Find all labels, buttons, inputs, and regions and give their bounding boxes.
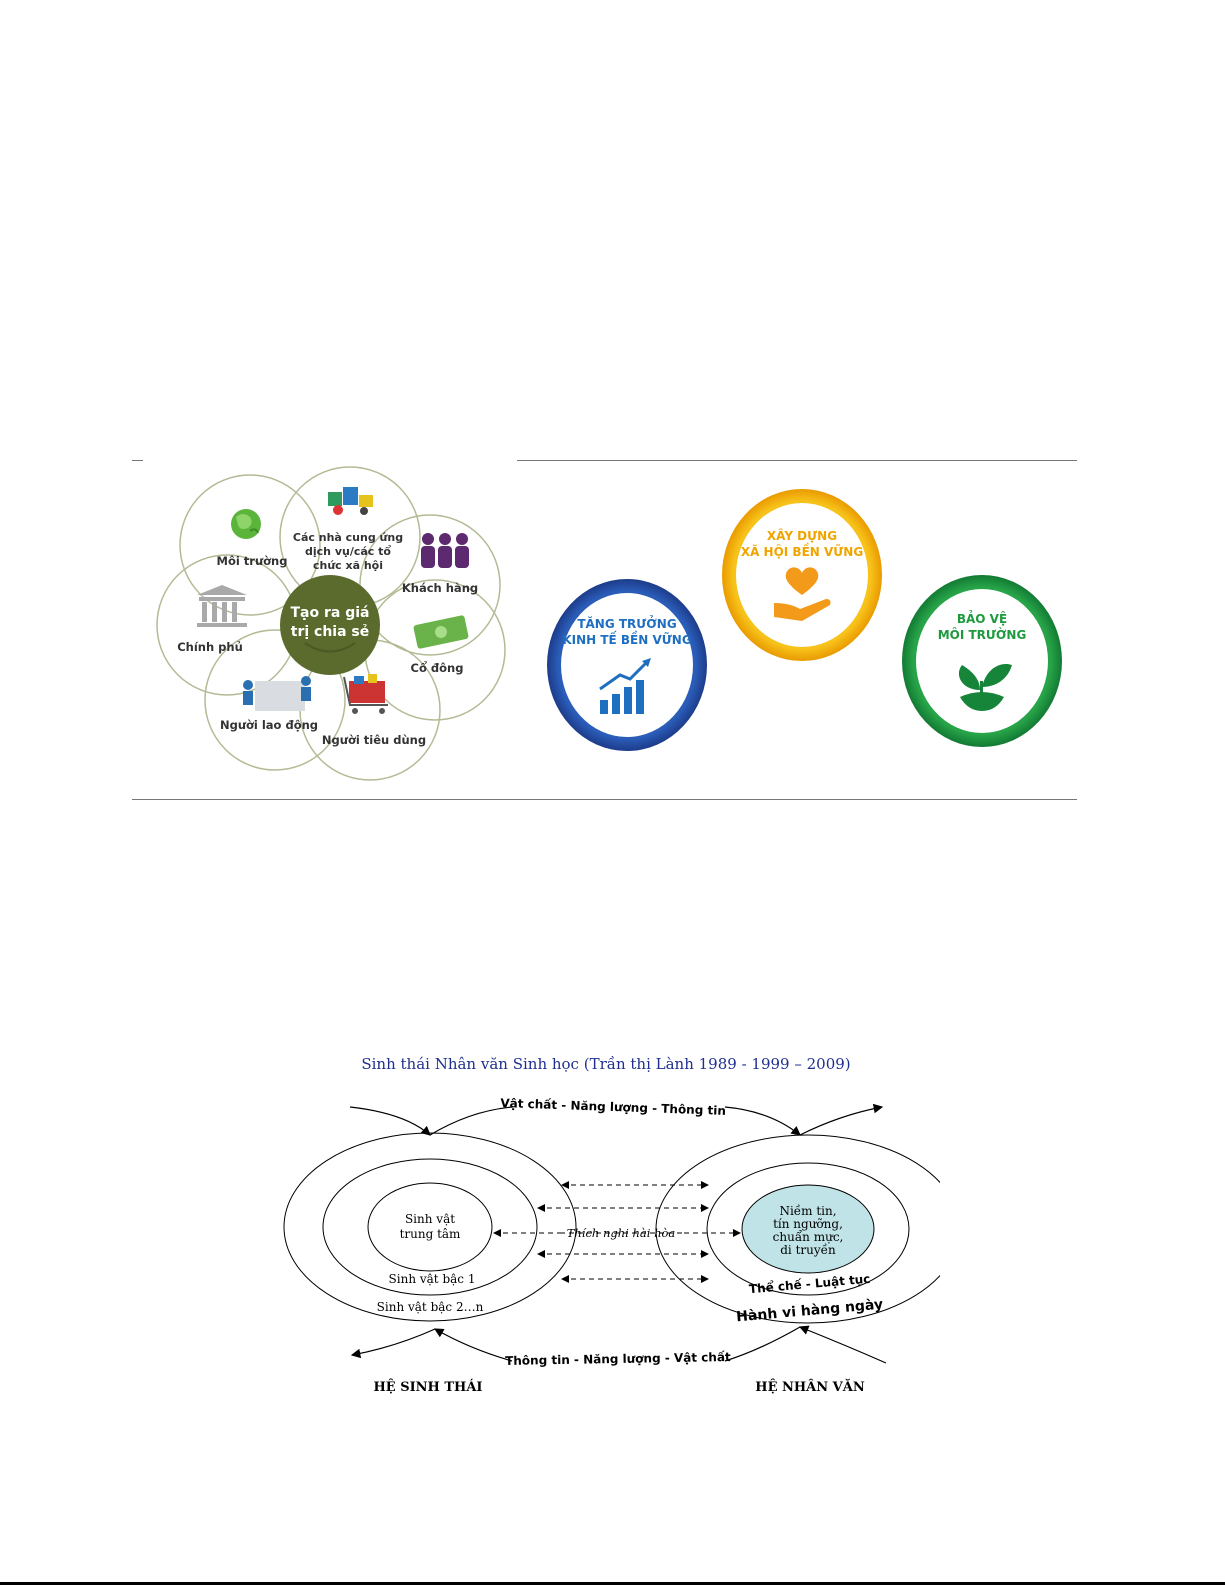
- pillar-economy-line1: TĂNG TRƯỞNG: [577, 615, 676, 631]
- center-label-line1: Tạo ra giá: [291, 605, 370, 621]
- top-rule-long: [517, 460, 1077, 461]
- human-outer-label: Hành vi hàng ngày: [736, 1297, 884, 1326]
- petal-environment: [179, 474, 321, 616]
- pillar-economy-line2: KINH TẾ BỀN VỮNG: [562, 630, 691, 647]
- human-inner-line4: di truyền: [780, 1242, 836, 1257]
- bottom-rule: [132, 799, 1077, 800]
- ecosystem-outer: [283, 1132, 577, 1322]
- human-inner-line3: chuẩn mực,: [773, 1229, 844, 1244]
- pillar-society-line1: XÂY DỰNG: [767, 528, 837, 543]
- leaf-icon: [958, 663, 1012, 711]
- ecosystem-title: HỆ SINH THÁI: [373, 1379, 482, 1395]
- human-system-middle: [706, 1162, 910, 1296]
- government-building-icon: [197, 585, 247, 627]
- human-inner-line2: tín ngưỡng,: [773, 1217, 843, 1231]
- pillar-economy: TĂNG TRƯỞNG KINH TẾ BỀN VỮNG: [547, 579, 707, 751]
- stakeholder-customers: Khách hàng: [402, 581, 478, 595]
- ecosystem-inner-line2: trung tâm: [400, 1227, 461, 1241]
- pillar-society: XÂY DỰNG XÃ HỘI BỀN VỮNG: [722, 489, 882, 661]
- heart-hand-icon: [774, 567, 831, 621]
- stakeholder-government: Chính phủ: [177, 640, 243, 654]
- growth-chart-icon: [599, 658, 651, 714]
- stakeholder-consumers: Người tiêu dùng: [322, 733, 426, 747]
- ecosystem-middle: [322, 1158, 538, 1296]
- stakeholder-workers: Người lao động: [220, 718, 318, 732]
- pillar-society-line2: XÃ HỘI BỀN VỮNG: [741, 542, 863, 559]
- pillar-environment: BẢO VỆ MÔI TRƯỜNG: [902, 575, 1062, 747]
- sustainability-pillars: TĂNG TRƯỞNG KINH TẾ BỀN VỮNG XÂY DỰNG XÃ…: [547, 489, 1062, 751]
- exchange-arrows: [493, 1181, 741, 1283]
- top-flow-label: Vật chất - Năng lượng - Thông tin: [500, 1096, 726, 1118]
- stakeholder-environment: Môi trường: [217, 554, 288, 568]
- ecosystem-middle-label: Sinh vật bậc 1: [389, 1272, 476, 1286]
- center-label-line2: trị chia sẻ: [291, 624, 369, 640]
- ecosystem-outer-label: Sinh vật bậc 2…n: [377, 1300, 484, 1314]
- adaptation-label: Thích nghi hài hòa: [567, 1226, 676, 1240]
- top-rule-short: [132, 460, 143, 461]
- shared-value-diagram: Tạo ra giá trị chia sẻ Môi trường Các nh…: [156, 466, 506, 781]
- diagram-title: Sinh thái Nhân văn Sinh học (Trần thị Là…: [361, 1055, 850, 1073]
- people-icon: [421, 533, 469, 568]
- center-circle: [280, 575, 380, 675]
- petal-workers: [204, 629, 346, 771]
- human-inner-line1: Niềm tin,: [779, 1203, 836, 1218]
- workers-icon: [243, 676, 311, 711]
- petal-shareholders: [364, 579, 506, 721]
- pillar-environment-line2: MÔI TRƯỜNG: [938, 627, 1027, 642]
- stakeholder-shareholders: Cổ đông: [411, 660, 464, 675]
- globe-icon: [231, 509, 261, 539]
- stakeholder-suppliers-line3: chức xã hội: [313, 559, 383, 572]
- human-system-inner: [741, 1184, 875, 1274]
- money-icon: [413, 615, 469, 649]
- ecosystem-inner: [367, 1182, 493, 1272]
- bottom-flow-label: Thông tin - Năng lượng - Vật chất: [505, 1350, 731, 1368]
- stakeholder-suppliers-line2: dịch vụ/các tổ: [305, 545, 391, 558]
- human-system-outer: [655, 1134, 940, 1324]
- human-ecology-diagram: Sinh thái Nhân văn Sinh học (Trần thị Là…: [283, 1055, 940, 1395]
- shopping-cart-icon: [343, 674, 388, 714]
- human-middle-label: Thể chế - Luật tục: [748, 1271, 871, 1297]
- pillar-environment-line1: BẢO VỆ: [957, 610, 1007, 626]
- suppliers-icon: [328, 487, 373, 515]
- page-bottom-edge: [0, 1582, 1225, 1585]
- ecosystem-inner-line1: Sinh vật: [405, 1212, 455, 1226]
- human-system-title: HỆ NHÂN VĂN: [755, 1378, 865, 1395]
- stakeholder-suppliers-line1: Các nhà cung ứng: [293, 531, 403, 544]
